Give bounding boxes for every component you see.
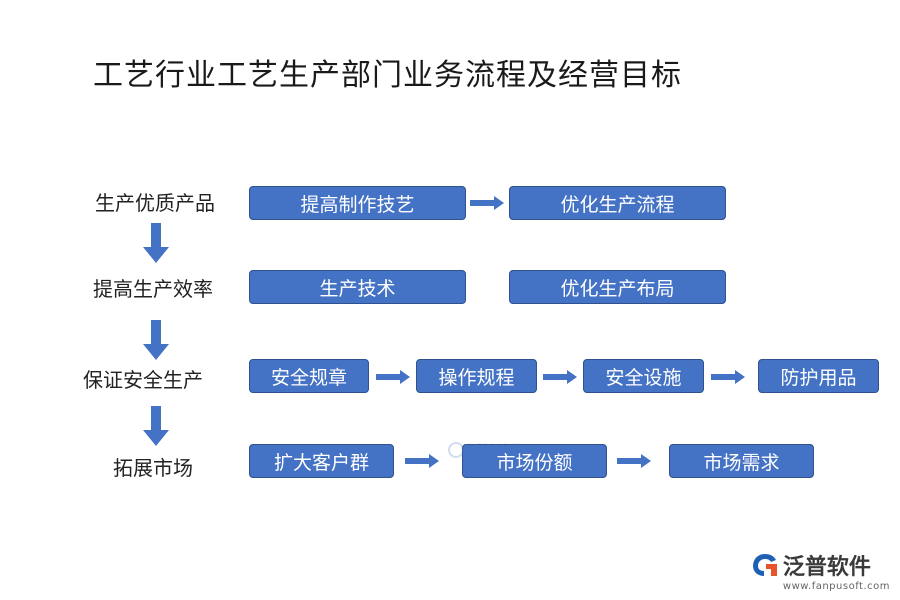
row-label-safety: 保证安全生产: [83, 368, 203, 392]
step-box: 优化生产流程: [509, 186, 726, 220]
step-box: 安全设施: [583, 359, 704, 393]
page-title: 工艺行业工艺生产部门业务流程及经营目标: [93, 58, 682, 93]
step-box: 市场份额: [462, 444, 607, 478]
step-box: 优化生产布局: [509, 270, 726, 304]
brand-name: 泛普软件: [782, 555, 871, 580]
step-box: 安全规章: [249, 359, 369, 393]
step-box: 生产技术: [249, 270, 466, 304]
right-arrow-icon: [376, 370, 410, 384]
step-box: 防护用品: [758, 359, 879, 393]
step-box: 扩大客户群: [249, 444, 394, 478]
right-arrow-icon: [617, 454, 651, 468]
step-box: 提高制作技艺: [249, 186, 466, 220]
step-box: 市场需求: [669, 444, 814, 478]
brand-logo: 泛普软件 www.fanpusoft.com: [751, 549, 890, 592]
down-arrow-icon: [143, 320, 169, 360]
step-box: 操作规程: [416, 359, 537, 393]
watermark: 泛普软件: [448, 440, 524, 460]
watermark-logo-icon: [448, 442, 464, 458]
watermark-text: 泛普软件: [468, 443, 524, 459]
right-arrow-icon: [470, 196, 504, 210]
right-arrow-icon: [405, 454, 439, 468]
right-arrow-icon: [711, 370, 745, 384]
row-label-quality: 生产优质产品: [95, 191, 215, 215]
brand-logo-icon: [752, 554, 777, 576]
row-label-market: 拓展市场: [113, 456, 193, 480]
right-arrow-icon: [543, 370, 577, 384]
brand-url: www.fanpusoft.com: [782, 581, 890, 592]
row-label-efficiency: 提高生产效率: [93, 277, 213, 301]
down-arrow-icon: [143, 406, 169, 446]
down-arrow-icon: [143, 223, 169, 263]
